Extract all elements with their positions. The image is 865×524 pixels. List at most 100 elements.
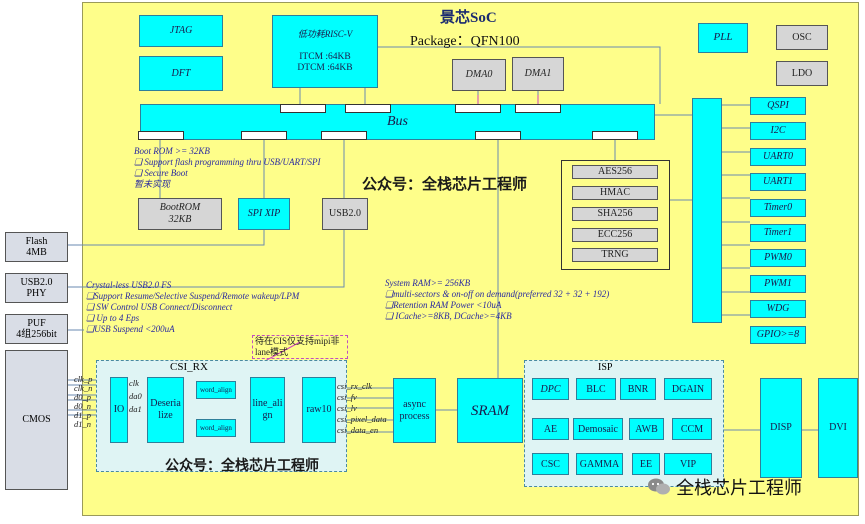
peripheral-uart0[interactable]: UART0 bbox=[750, 147, 806, 166]
isp-ccm[interactable]: CCM bbox=[672, 418, 712, 440]
bootrom-block[interactable]: BootROM 32KB bbox=[138, 198, 222, 230]
deserialize-block[interactable]: Deseria lize bbox=[147, 377, 184, 443]
isp-bnr[interactable]: BNR bbox=[620, 378, 656, 400]
bus-port bbox=[592, 131, 638, 140]
peripheral-gpio[interactable]: GPIO>=8 bbox=[750, 325, 806, 344]
soc-title: 景芯SoC bbox=[440, 10, 497, 26]
corner-watermark: 全栈芯片工程师 bbox=[648, 474, 802, 500]
flash-chip[interactable]: Flash 4MB bbox=[5, 232, 68, 262]
peripheral-qspi[interactable]: QSPI bbox=[750, 97, 806, 115]
line-align-block[interactable]: line_ali gn bbox=[250, 377, 285, 443]
note-line: Crystal-less USB2.0 FS bbox=[86, 280, 172, 290]
crypto-trng[interactable]: TRNG bbox=[572, 248, 658, 262]
csi-inner-labels: clk da0 da1 bbox=[129, 377, 147, 416]
csi-pin-labels: clk_p clk_n d0_p d0_n d1_p d1_n bbox=[74, 375, 92, 429]
jtag-block[interactable]: JTAG bbox=[139, 15, 223, 47]
inner-label: da0 bbox=[129, 391, 142, 401]
isp-ee[interactable]: EE bbox=[632, 453, 660, 475]
bus-port bbox=[138, 131, 184, 140]
peripheral-timer1[interactable]: Timer1 bbox=[750, 223, 806, 242]
pll-block[interactable]: PLL bbox=[698, 23, 748, 53]
peripheral-pwm0[interactable]: PWM0 bbox=[750, 249, 806, 268]
bus-port bbox=[345, 104, 391, 113]
crypto-hmac[interactable]: HMAC bbox=[572, 186, 658, 200]
dvi-block[interactable]: DVI bbox=[818, 378, 858, 478]
isp-dpc[interactable]: DPC bbox=[532, 378, 569, 400]
bus-port bbox=[455, 104, 501, 113]
isp-vip[interactable]: VIP bbox=[664, 453, 712, 475]
pin-label: d1_p bbox=[74, 410, 91, 420]
note-line: ❑multi-sectors & on-off on demand(prefer… bbox=[385, 289, 610, 299]
bus-port bbox=[241, 131, 287, 140]
isp-title: ISP bbox=[598, 362, 613, 373]
bus-port bbox=[475, 131, 521, 140]
usb20-block[interactable]: USB2.0 bbox=[322, 198, 368, 230]
bootrom-notes: Boot ROM >= 32KB ❑ Support flash program… bbox=[134, 146, 321, 190]
async-process-block[interactable]: async process bbox=[393, 378, 436, 443]
osc-block[interactable]: OSC bbox=[776, 25, 828, 50]
peripheral-timer0[interactable]: Timer0 bbox=[750, 198, 806, 217]
package-label: Package：QFN100 bbox=[410, 34, 520, 49]
signal-label: csi_data_en bbox=[337, 425, 379, 435]
pin-label: clk_n bbox=[74, 383, 93, 393]
word-align-1[interactable]: word_align bbox=[196, 381, 236, 399]
csi-io-block[interactable]: IO bbox=[110, 377, 128, 443]
note-line: ❑ ICache>=8KB, DCache>=4KB bbox=[385, 311, 512, 321]
peripheral-uart1[interactable]: UART1 bbox=[750, 173, 806, 192]
note-line: Boot ROM >= 32KB bbox=[134, 146, 210, 156]
note-line: ❑ Secure Boot bbox=[134, 168, 188, 178]
isp-ae[interactable]: AE bbox=[532, 418, 569, 440]
dma0-block[interactable]: DMA0 bbox=[452, 59, 506, 91]
raw10-block[interactable]: raw10 bbox=[302, 377, 336, 443]
note-line: ❑ SW Control USB Connect/Disconnect bbox=[86, 302, 233, 312]
word-align-2[interactable]: word_align bbox=[196, 419, 236, 437]
mipi-note: 待在CIS仅支持mipi非lane模式 bbox=[252, 335, 348, 359]
pin-label: clk_p bbox=[74, 374, 93, 384]
bus-port bbox=[515, 104, 561, 113]
isp-demosaic[interactable]: Demosaic bbox=[573, 418, 623, 440]
dma1-block[interactable]: DMA1 bbox=[512, 57, 564, 91]
peripheral-i2c[interactable]: I2C bbox=[750, 122, 806, 141]
wechat-icon bbox=[648, 478, 670, 496]
usb-phy[interactable]: USB2.0 PHY bbox=[5, 273, 68, 303]
isp-dgain[interactable]: DGAIN bbox=[664, 378, 712, 400]
crypto-sha256[interactable]: SHA256 bbox=[572, 207, 658, 221]
signal-label: csi_lv bbox=[337, 403, 357, 413]
sram-block[interactable]: SRAM bbox=[457, 378, 523, 443]
pin-label: d1_n bbox=[74, 419, 91, 429]
isp-awb[interactable]: AWB bbox=[629, 418, 664, 440]
inner-label: clk bbox=[129, 378, 139, 388]
csi-signal-labels: csi_rx_clk csi_fv csi_lv csi_pixel_data … bbox=[337, 381, 387, 436]
corner-watermark-text: 全栈芯片工程师 bbox=[676, 478, 802, 499]
riscv-core-block[interactable]: 低功耗RISC-V ITCM :64KB DTCM :64KB bbox=[272, 15, 378, 88]
pin-label: d0_n bbox=[74, 401, 91, 411]
ram-notes: System RAM>= 256KB ❑multi-sectors & on-o… bbox=[385, 278, 609, 322]
signal-label: csi_pixel_data bbox=[337, 414, 387, 424]
peripheral-pwm1[interactable]: PWM1 bbox=[750, 274, 806, 293]
ldo-block[interactable]: LDO bbox=[776, 61, 828, 86]
bus-port bbox=[280, 104, 326, 113]
csi-rx-title: CSI_RX bbox=[170, 361, 208, 373]
inner-label: da1 bbox=[129, 404, 142, 414]
note-line: ❑Support Resume/Selective Suspend/Remote… bbox=[86, 291, 300, 301]
puf-block[interactable]: PUF 4组256bit bbox=[5, 314, 68, 344]
crypto-aes256[interactable]: AES256 bbox=[572, 165, 658, 179]
crypto-ecc256[interactable]: ECC256 bbox=[572, 228, 658, 242]
peripheral-bus[interactable] bbox=[692, 98, 722, 323]
bus-port bbox=[321, 131, 367, 140]
spi-xip-block[interactable]: SPI XIP bbox=[238, 198, 290, 230]
peripheral-wdg[interactable]: WDG bbox=[750, 300, 806, 319]
system-bus[interactable]: Bus bbox=[140, 104, 655, 140]
riscv-title: 低功耗RISC-V bbox=[297, 28, 353, 39]
dft-block[interactable]: DFT bbox=[139, 56, 223, 91]
note-line: ❑Retention RAM Power <10uA bbox=[385, 300, 502, 310]
watermark-csi: 公众号：全栈芯片工程师 bbox=[165, 458, 319, 474]
disp-block[interactable]: DISP bbox=[760, 378, 802, 478]
isp-gamma[interactable]: GAMMA bbox=[576, 453, 623, 475]
pin-label: d0_p bbox=[74, 392, 91, 402]
isp-csc[interactable]: CSC bbox=[532, 453, 569, 475]
cmos-sensor[interactable]: CMOS bbox=[5, 350, 68, 490]
note-line: 暂未实现 bbox=[134, 179, 171, 189]
isp-blc[interactable]: BLC bbox=[576, 378, 616, 400]
usb-notes: Crystal-less USB2.0 FS ❑Support Resume/S… bbox=[86, 280, 299, 335]
